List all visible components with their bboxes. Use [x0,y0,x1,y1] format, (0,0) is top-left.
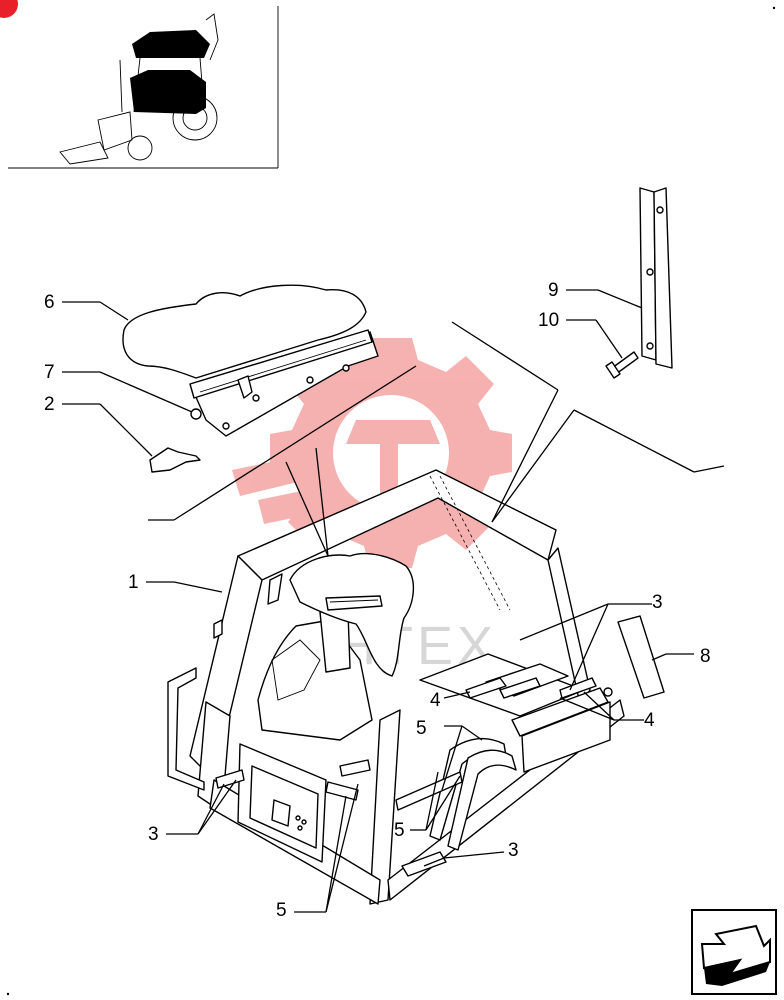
callout-5-middle: 5 [416,718,427,739]
corner-dot [772,6,776,10]
part-9-strip [639,187,673,369]
callout-3-left: 3 [148,824,159,845]
corner-marker-icon [0,0,18,18]
callout-6: 6 [44,292,55,313]
part-6-roof-panel [122,284,379,437]
callout-8: 8 [700,646,711,667]
corner-dot [6,992,10,996]
callout-10: 10 [538,310,559,331]
callout-1: 1 [128,572,139,593]
part-1-cab-frame [167,469,625,905]
callout-9: 9 [548,280,559,301]
callout-3-lower-right: 3 [508,840,519,861]
callout-7: 7 [44,362,55,383]
leader-lines [62,289,725,913]
callout-3-top-right: 3 [652,592,663,613]
callout-5-lower: 5 [394,820,405,841]
next-page-button[interactable] [691,909,777,995]
callout-labels: 6 7 2 9 10 1 8 3 4 4 5 5 3 3 5 [44,280,711,921]
part-8-pad [617,615,665,699]
callout-5-bottom: 5 [276,900,287,921]
part-2-bracket [149,447,201,473]
callout-4-right: 4 [644,710,655,731]
callout-2: 2 [44,394,55,415]
callout-4-left: 4 [430,690,441,711]
part-10-bolt [605,351,639,379]
part-7-nut [190,408,202,420]
tractor-thumbnail [8,6,279,169]
arrow-right-icon [700,924,771,986]
